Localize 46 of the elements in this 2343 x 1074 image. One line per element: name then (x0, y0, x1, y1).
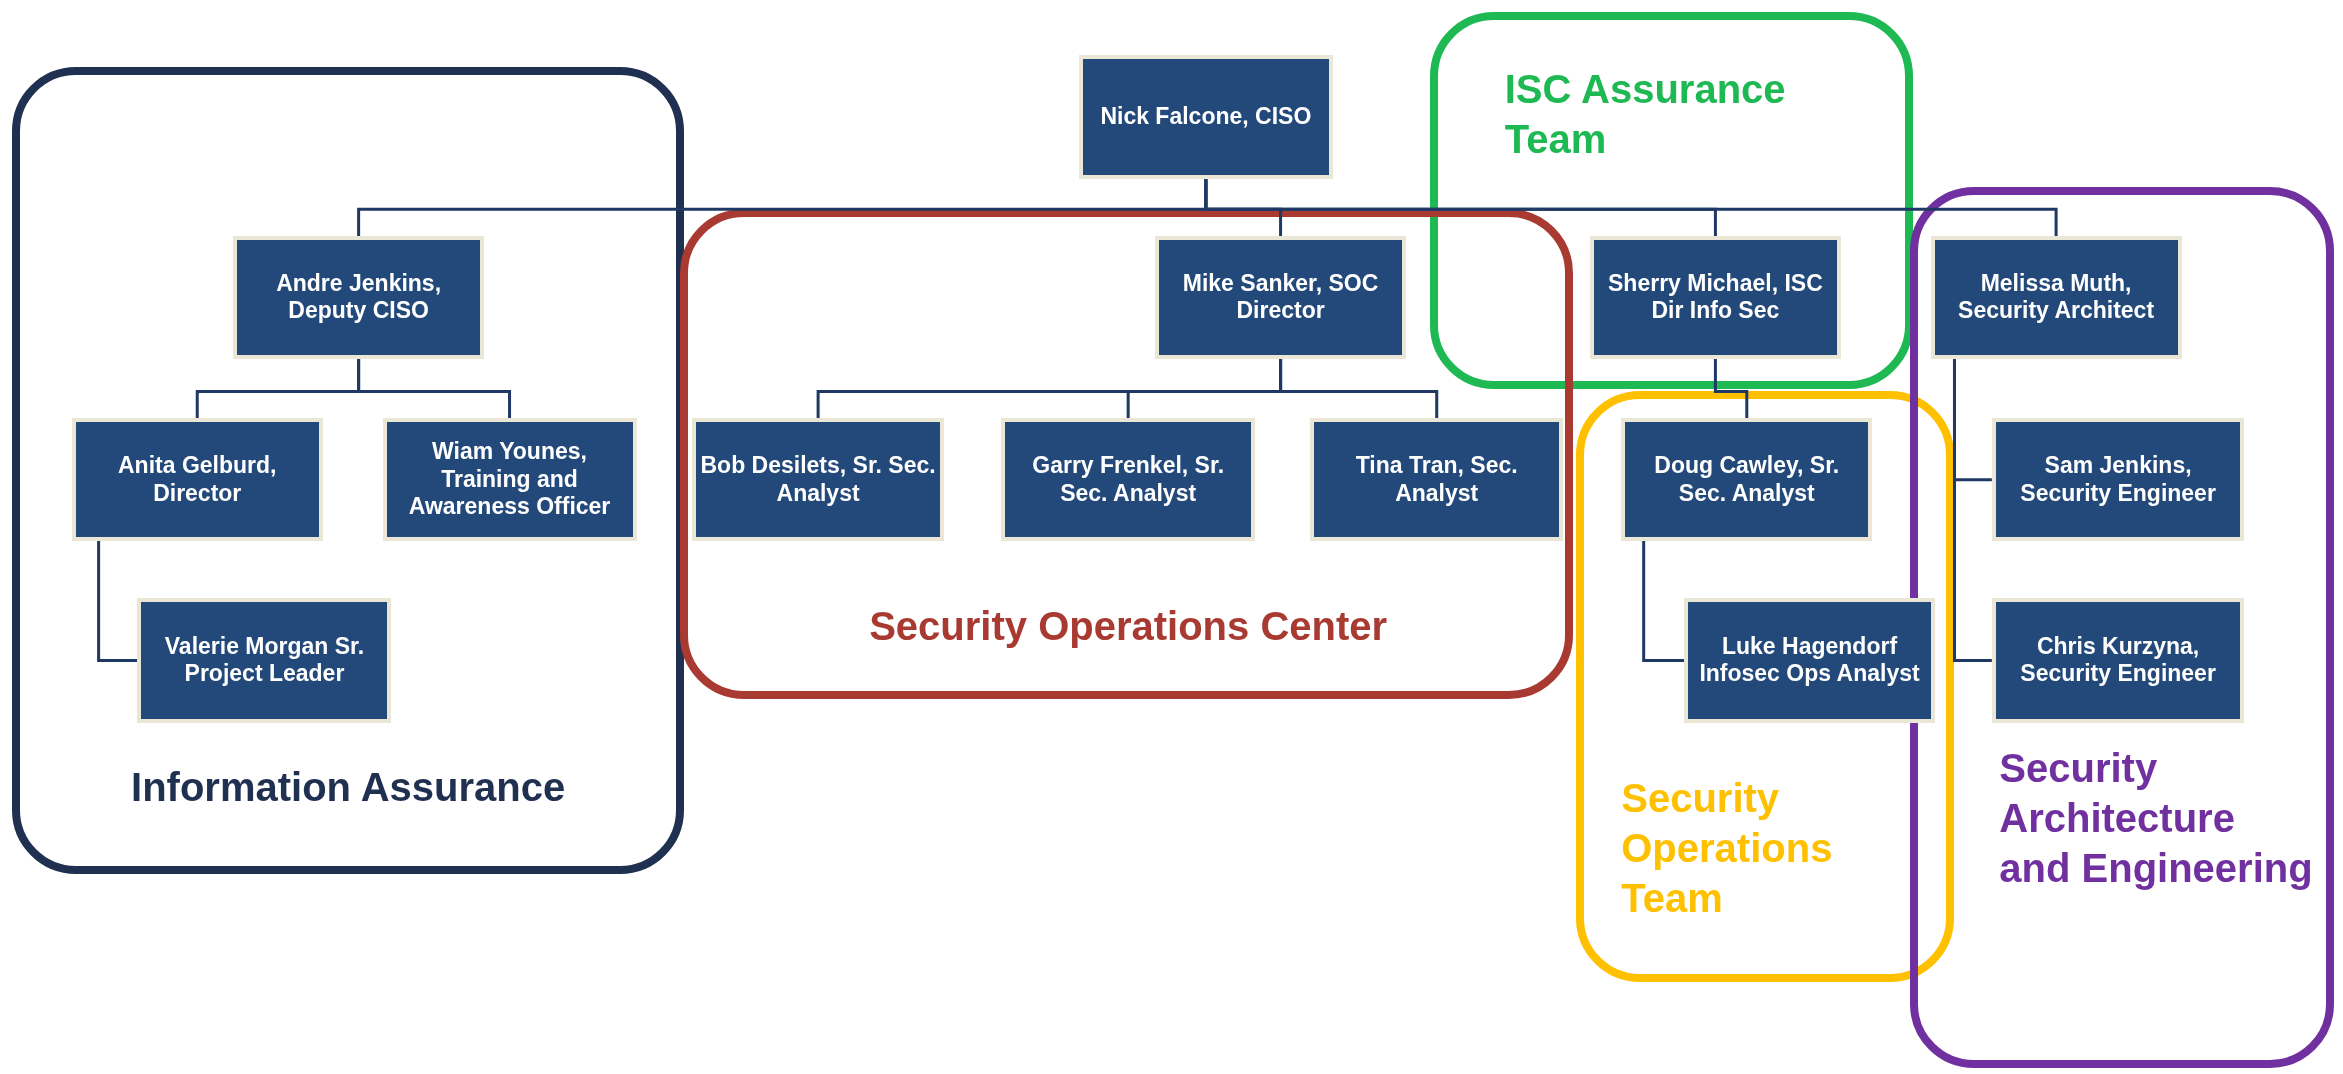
position-title: Chris Kurzyna, Security Engineer (2019, 632, 2217, 689)
reporting-line (97, 540, 138, 662)
position-title: Melissa Muth, Security Architect (1957, 269, 2156, 325)
position-box (1078, 55, 1333, 180)
team-label: Security Operations Team (1621, 774, 1834, 922)
position-box (1001, 418, 1256, 541)
position-box (382, 418, 637, 541)
position-box (1621, 418, 1873, 541)
position-box (1684, 597, 1936, 724)
position-title: Nick Falcone, CISO (1100, 103, 1312, 132)
position-box (1930, 236, 2182, 359)
reporting-line (357, 358, 512, 419)
position-title: Anita Gelburd, Director (117, 452, 278, 508)
position-title: Tina Tran, Sec. Analyst (1354, 452, 1519, 508)
position-title: Luke Hagendorf Infosec Ops Analyst (1698, 632, 1921, 689)
reporting-line (1279, 358, 1439, 419)
reporting-line (1713, 358, 1749, 419)
position-title: Doug Cawley, Sr. Sec. Analyst (1653, 452, 1841, 508)
reporting-line (1642, 540, 1685, 662)
position-box (233, 236, 485, 359)
position-box (1991, 597, 2245, 724)
position-box (1155, 236, 1407, 359)
position-box (1310, 418, 1563, 541)
position-box (691, 418, 945, 541)
team-outline (1576, 391, 1955, 982)
team-outline (11, 67, 685, 875)
position-title: Sam Jenkins, Security Engineer (2019, 452, 2217, 508)
team-label: Information Assurance (130, 764, 567, 812)
position-box (71, 418, 323, 541)
position-title: Andre Jenkins, Deputy CISO (275, 269, 443, 325)
position-title: Garry Frenkel, Sr. Sec. Analyst (1031, 452, 1226, 508)
team-outline (1430, 11, 1913, 389)
position-title: Valerie Morgan Sr. Project Leader (163, 632, 366, 689)
team-label: Security Architecture and Engineering (1999, 744, 2314, 892)
position-box (137, 597, 392, 724)
position-title: Bob Desilets, Sr. Sec. Analyst (699, 452, 937, 508)
team-label: Security Operations Center (868, 602, 1389, 650)
position-box (1991, 418, 2245, 541)
position-title: Mike Sanker, SOC Director (1181, 269, 1380, 325)
position-title: Wiam Younes, Training and Awareness Officer (407, 438, 612, 521)
team-label: ISC Assurance Team (1504, 66, 1787, 164)
reporting-line (1204, 179, 2058, 237)
position-title: Sherry Michael, ISC Dir Info Sec (1607, 269, 1824, 325)
team-outline (679, 209, 1574, 700)
position-box (1589, 236, 1841, 359)
reporting-line (1953, 358, 1992, 662)
